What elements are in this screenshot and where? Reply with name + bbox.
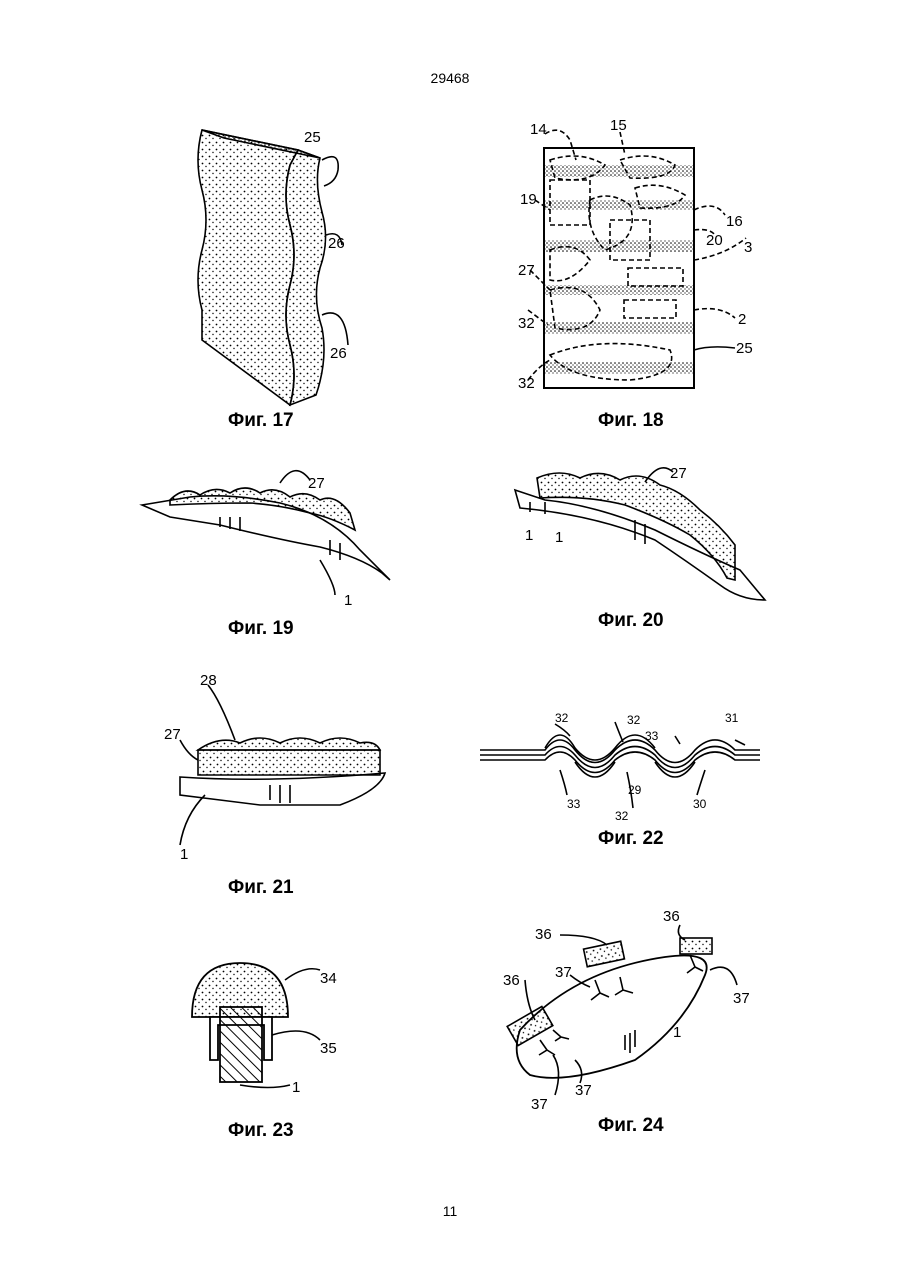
fig24-block-36a [584, 941, 625, 967]
fig22-label-33a: 33 [645, 729, 659, 743]
fig24-block-36b [680, 938, 712, 954]
figure-17: 25 26 26 [180, 120, 380, 420]
fig20-label-1a: 1 [525, 527, 533, 544]
fig18-label-2: 2 [738, 311, 746, 328]
fig24-label-37a: 37 [555, 964, 572, 981]
fig17-label-26a: 26 [328, 235, 345, 252]
fig21-layer-27 [198, 750, 380, 775]
figure-18: 14 15 19 16 20 3 27 32 2 25 32 [510, 110, 770, 400]
fig17-label-25: 25 [304, 129, 321, 146]
fig18-label-32a: 32 [518, 315, 535, 332]
fig24-label-36a: 36 [535, 926, 552, 943]
fig18-caption: Фиг. 18 [598, 410, 664, 432]
fig21-label-27: 27 [164, 726, 181, 743]
page-number: 11 [0, 1203, 900, 1219]
fig21-label-28: 28 [200, 672, 217, 689]
fig24-label-37c: 37 [575, 1082, 592, 1099]
fig24-label-37d: 37 [531, 1096, 548, 1113]
fig21-layer-28 [198, 738, 380, 750]
figure-19: 27 1 [130, 455, 400, 615]
fig18-label-19: 19 [520, 191, 537, 208]
fig18-label-27: 27 [518, 262, 535, 279]
document-number: 29468 [0, 70, 900, 86]
fig18-label-32b: 32 [518, 375, 535, 392]
fig24-caption: Фиг. 24 [598, 1115, 664, 1137]
fig18-label-20: 20 [706, 232, 723, 249]
fig21-label-1: 1 [180, 846, 188, 863]
fig17-panel-face [198, 130, 298, 405]
fig23-caption: Фиг. 23 [228, 1120, 294, 1142]
fig23-label-1: 1 [292, 1079, 300, 1096]
fig22-label-29: 29 [628, 783, 642, 797]
fig20-label-1b: 1 [555, 529, 563, 546]
fig17-label-26b: 26 [330, 345, 347, 362]
figure-23: 34 35 1 [180, 935, 360, 1115]
fig22-label-33b: 33 [567, 797, 581, 811]
fig18-label-14: 14 [530, 121, 547, 138]
fig24-label-37b: 37 [733, 990, 750, 1007]
fig22-label-31: 31 [725, 711, 739, 725]
fig22-caption: Фиг. 22 [598, 828, 664, 850]
figure-21: 28 27 1 [160, 665, 400, 875]
fig18-label-3: 3 [744, 239, 752, 256]
fig24-label-36c: 36 [503, 972, 520, 989]
fig23-rail-1 [220, 1007, 262, 1082]
fig24-label-36b: 36 [663, 908, 680, 925]
fig23-label-35: 35 [320, 1040, 337, 1057]
fig17-caption: Фиг. 17 [228, 410, 294, 432]
fig24-label-1: 1 [673, 1024, 681, 1041]
fig22-label-30: 30 [693, 797, 707, 811]
fig22-label-32a: 32 [555, 711, 569, 725]
fig19-label-1: 1 [344, 592, 352, 609]
fig18-label-16: 16 [726, 213, 743, 230]
fig21-caption: Фиг. 21 [228, 877, 294, 899]
figure-20: 27 1 1 [505, 460, 775, 610]
fig20-caption: Фиг. 20 [598, 610, 664, 632]
fig19-caption: Фиг. 19 [228, 618, 294, 640]
fig23-label-34: 34 [320, 970, 337, 987]
figure-24: 36 36 36 37 37 1 37 37 [495, 905, 775, 1115]
fig18-label-25: 25 [736, 340, 753, 357]
fig19-label-27: 27 [308, 475, 325, 492]
figure-22: 32 32 31 33 33 29 32 30 [475, 700, 795, 830]
fig22-label-32b: 32 [627, 713, 641, 727]
fig18-label-15: 15 [610, 117, 627, 134]
fig20-label-27: 27 [670, 465, 687, 482]
fig22-label-32c: 32 [615, 809, 629, 823]
